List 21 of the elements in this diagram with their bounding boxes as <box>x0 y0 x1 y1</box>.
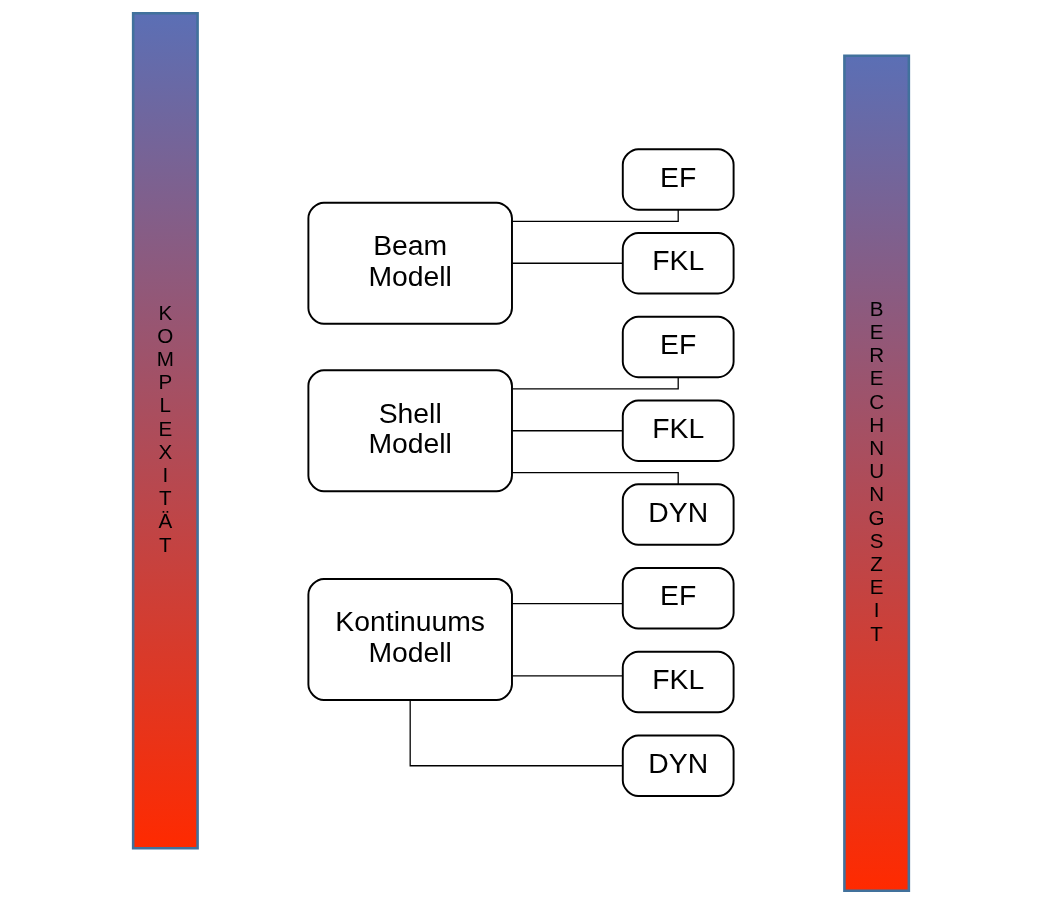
node-box: EF <box>621 567 735 630</box>
connector <box>511 675 623 677</box>
node-box: FKL <box>621 399 735 462</box>
node-box: DYN <box>621 483 735 546</box>
node-box: EF <box>621 315 735 379</box>
connector <box>511 471 679 485</box>
node-box: Beam Modell <box>306 201 513 325</box>
node-box: Kontinuums Modell <box>306 577 513 701</box>
node-box: FKL <box>621 650 735 714</box>
connector <box>511 376 679 390</box>
node-box: B E R E C H N U N G S Z E I T <box>842 54 910 893</box>
connector <box>409 699 623 767</box>
node-box: DYN <box>621 734 735 797</box>
node-box: K O M P L E X I T Ä T <box>131 11 199 850</box>
node-box: EF <box>621 148 735 211</box>
connector <box>511 430 623 432</box>
connector <box>511 262 623 264</box>
connector <box>511 209 679 222</box>
connector <box>511 603 623 605</box>
node-box: Shell Modell <box>306 369 513 493</box>
node-box: FKL <box>621 232 735 295</box>
